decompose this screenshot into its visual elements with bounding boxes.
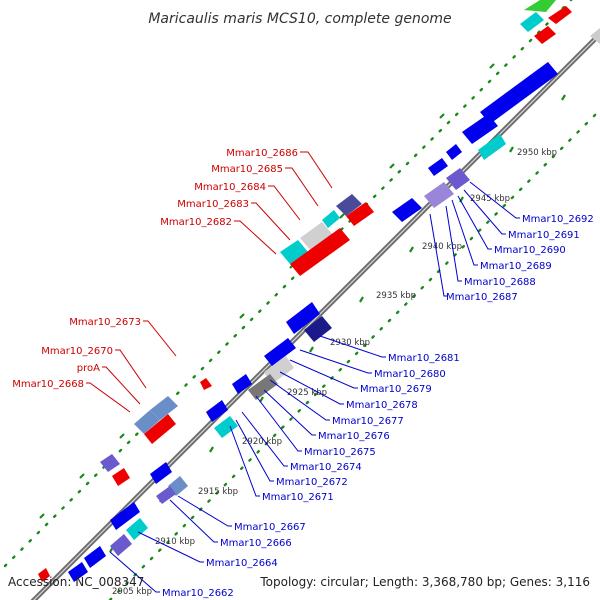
reverse-strand-labels: Mmar10_2686 Mmar10_2685 Mmar10_2684 Mmar… (12, 148, 298, 390)
kbp-markers: 2905 kbp 2910 kbp 2915 kbp 2920 kbp 2925… (112, 148, 557, 597)
dotted-guides (3, 0, 600, 600)
reverse-strand-features (38, 0, 572, 582)
gene-block[interactable] (110, 502, 140, 530)
gene-block[interactable] (84, 546, 106, 568)
gene-label[interactable]: Mmar10_2677 (332, 416, 404, 427)
gene-label[interactable]: Mmar10_2668 (12, 379, 84, 390)
gene-block[interactable] (462, 114, 498, 144)
gene-block[interactable] (290, 228, 350, 276)
kbp-marker: 2925 kbp (287, 388, 327, 398)
gene-block[interactable] (322, 210, 340, 228)
gene-block[interactable] (232, 374, 252, 394)
gene-block[interactable] (110, 534, 132, 556)
gene-block[interactable] (150, 462, 172, 484)
topology-text: Topology: circular; Length: 3,368,780 bp… (259, 575, 590, 589)
gene-block[interactable] (428, 158, 448, 176)
gene-label[interactable]: Mmar10_2685 (211, 164, 283, 175)
gene-block[interactable] (300, 222, 334, 252)
kbp-marker: 2915 kbp (198, 487, 238, 497)
gene-label[interactable]: Mmar10_2671 (262, 492, 334, 503)
gene-block[interactable] (264, 338, 296, 366)
gene-block[interactable] (548, 6, 572, 24)
kbp-marker: 2910 kbp (155, 537, 195, 547)
gene-block[interactable] (112, 468, 130, 486)
gene-block[interactable] (480, 62, 558, 124)
gene-block[interactable] (424, 182, 454, 208)
gene-label[interactable]: Mmar10_2675 (304, 447, 376, 458)
gene-block[interactable] (126, 518, 148, 540)
gene-block[interactable] (68, 562, 88, 582)
gene-block[interactable] (304, 316, 332, 342)
gene-block[interactable] (286, 302, 320, 334)
gene-block[interactable] (478, 134, 506, 160)
map-title: Maricaulis maris MCS10, complete genome (148, 11, 451, 27)
gene-label[interactable]: Mmar10_2691 (508, 230, 580, 241)
accession-text: Accession: NC_008347 (8, 575, 144, 589)
kbp-marker: 2950 kbp (517, 148, 557, 158)
kbp-marker: 2920 kbp (242, 437, 282, 447)
gene-block[interactable] (336, 194, 362, 216)
gene-label[interactable]: Mmar10_2687 (446, 292, 518, 303)
gene-label[interactable]: Mmar10_2674 (290, 462, 362, 473)
gene-block[interactable] (346, 202, 374, 226)
gene-label[interactable]: Mmar10_2681 (388, 353, 460, 364)
gene-label[interactable]: Mmar10_2690 (494, 245, 566, 256)
gene-label[interactable]: Mmar10_2679 (360, 384, 432, 395)
gene-block[interactable] (524, 0, 556, 12)
gene-label[interactable]: Mmar10_2666 (220, 538, 292, 549)
gene-label[interactable]: Mmar10_2680 (374, 369, 446, 380)
gene-label[interactable]: Mmar10_2676 (318, 431, 390, 442)
gene-block[interactable] (392, 198, 422, 222)
gene-block[interactable] (446, 144, 462, 160)
gene-block[interactable] (156, 486, 176, 504)
kbp-marker: 2935 kbp (376, 291, 416, 301)
gene-label[interactable]: Mmar10_2692 (522, 214, 594, 225)
gene-block[interactable] (100, 454, 120, 472)
gene-block[interactable] (150, 396, 178, 420)
gene-block[interactable] (214, 416, 238, 438)
gene-label[interactable]: Mmar10_2689 (480, 261, 552, 272)
gene-block[interactable] (200, 378, 212, 390)
gene-label[interactable]: Mmar10_2673 (69, 317, 141, 328)
gene-label[interactable]: Mmar10_2664 (206, 558, 278, 569)
kbp-marker: 2930 kbp (330, 338, 370, 348)
gene-label[interactable]: Mmar10_2684 (194, 182, 266, 193)
gene-block[interactable] (280, 240, 308, 264)
gene-block[interactable] (446, 168, 470, 190)
gene-label[interactable]: Mmar10_2667 (234, 522, 306, 533)
gene-label[interactable]: Mmar10_2688 (464, 277, 536, 288)
gene-block[interactable] (134, 410, 160, 434)
reverse-leader-lines (86, 151, 333, 413)
gene-block[interactable] (520, 12, 544, 32)
kbp-marker: 2945 kbp (470, 194, 510, 204)
gene-block[interactable] (206, 400, 228, 422)
gene-label[interactable]: Mmar10_2662 (162, 588, 234, 599)
gene-label[interactable]: Mmar10_2672 (276, 477, 348, 488)
gene-label[interactable]: Mmar10_2682 (160, 217, 232, 228)
gene-label[interactable]: proA (77, 363, 100, 374)
kbp-marker: 2940 kbp (422, 242, 462, 252)
gene-block[interactable] (534, 26, 556, 44)
gene-block[interactable] (590, 28, 600, 44)
gene-block[interactable] (38, 568, 50, 582)
gene-label[interactable]: Mmar10_2670 (41, 346, 113, 357)
gene-label[interactable]: Mmar10_2686 (226, 148, 298, 159)
forward-leader-lines (109, 181, 520, 593)
forward-strand-features (68, 28, 600, 582)
forward-strand-labels: Mmar10_2692 Mmar10_2691 Mmar10_2690 Mmar… (162, 214, 594, 599)
kbp-marker: 2905 kbp (112, 587, 152, 597)
gene-label[interactable]: Mmar10_2683 (177, 199, 249, 210)
gene-block[interactable] (144, 414, 176, 444)
gene-label[interactable]: Mmar10_2678 (346, 400, 418, 411)
